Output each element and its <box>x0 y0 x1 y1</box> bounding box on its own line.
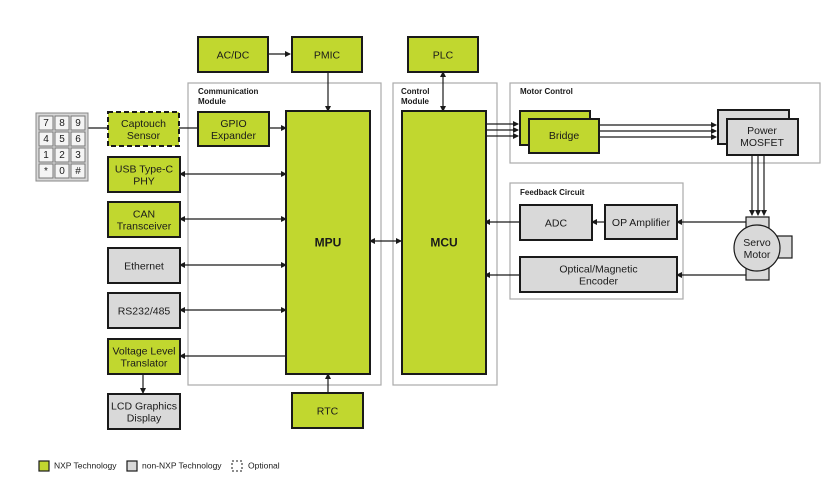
keypad-key <box>54 163 70 179</box>
servo-motor <box>733 224 781 272</box>
lcd-block <box>107 393 181 430</box>
bridge-block <box>528 118 600 154</box>
adc-label: ADC <box>545 217 568 229</box>
keypad-key <box>38 147 54 163</box>
acdc-label: AC/DC <box>217 49 250 61</box>
legend-optional-label: Optional <box>248 460 280 470</box>
captouch-block <box>107 111 180 147</box>
mcu-label: MCU <box>430 236 457 250</box>
adc-block <box>519 204 593 241</box>
keypad-key-label: 4 <box>43 134 49 145</box>
keypad-key <box>70 115 86 131</box>
ethernet-label: Ethernet <box>124 260 164 272</box>
acdc-block <box>197 36 269 73</box>
keypad-key-label: 1 <box>43 150 49 161</box>
keypad-key <box>54 115 70 131</box>
bridge-label: Bridge <box>549 130 580 142</box>
rtc-label: RTC <box>317 405 339 417</box>
keypad-key-label: * <box>44 166 48 177</box>
feedback-circuit-group <box>509 182 684 300</box>
gpio-block <box>197 111 270 147</box>
keypad-key-label: 0 <box>59 166 65 177</box>
power-mosfet-block <box>726 118 799 156</box>
encoder-block <box>519 256 678 293</box>
rs232-block <box>107 292 181 329</box>
rs232-label: RS232/485 <box>118 305 171 317</box>
keypad-key-label: 2 <box>59 150 65 161</box>
can-block <box>107 201 181 238</box>
plc-label: PLC <box>433 49 454 61</box>
keypad-key-label: 6 <box>75 134 81 145</box>
keypad-key-label: 8 <box>59 118 65 129</box>
keypad-key <box>70 147 86 163</box>
keypad-key <box>54 147 70 163</box>
opamp-block <box>604 204 678 240</box>
mcu-block <box>401 110 487 375</box>
usb-block <box>107 156 181 193</box>
keypad-key <box>54 131 70 147</box>
keypad-key <box>38 131 54 147</box>
keypad-key-label: # <box>75 166 81 177</box>
keypad-key-label: 5 <box>59 134 65 145</box>
mpu-label: MPU <box>315 236 342 250</box>
keypad-key <box>70 131 86 147</box>
keypad-key-label: 7 <box>43 118 49 129</box>
motor-control-label: Motor Control <box>520 87 573 96</box>
vlt-block <box>107 338 181 375</box>
motor-control-group <box>509 82 821 164</box>
plc-block <box>407 36 479 73</box>
keypad-key <box>38 163 54 179</box>
legend-nxp-swatch <box>38 460 50 472</box>
mpu-block <box>285 110 371 375</box>
legend-non-nxp-label: non-NXP Technology <box>142 460 222 470</box>
opamp-label: OP Amplifier <box>612 217 671 229</box>
legend-non-nxp-swatch <box>126 460 138 472</box>
rtc-block <box>291 392 364 429</box>
legend-nxp-label: NXP Technology <box>54 460 117 470</box>
pmic-block <box>291 36 363 73</box>
communication-module-group <box>187 82 382 386</box>
feedback-circuit-label: Feedback Circuit <box>520 188 585 197</box>
keypad-key <box>70 163 86 179</box>
keypad-key-label: 9 <box>75 118 81 129</box>
pmic-label: PMIC <box>314 49 341 61</box>
keypad-key <box>38 115 54 131</box>
legend-optional-swatch <box>231 460 243 472</box>
keypad-key-label: 3 <box>75 150 81 161</box>
ethernet-block <box>107 247 181 284</box>
